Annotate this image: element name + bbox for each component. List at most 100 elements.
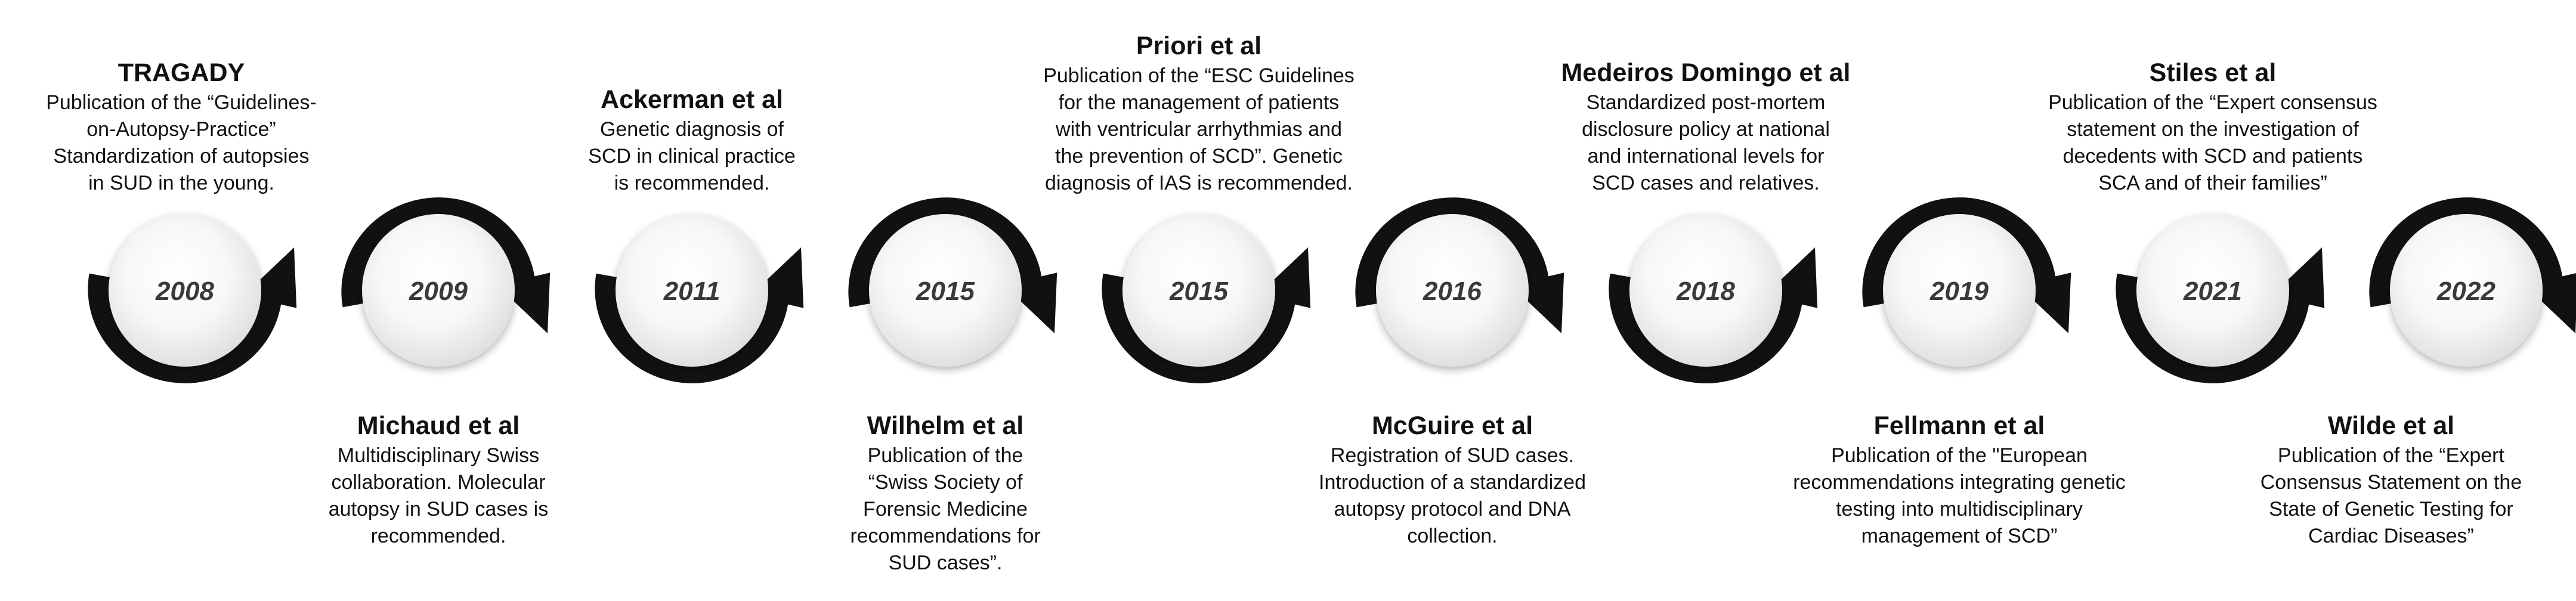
year-circle [1376, 214, 1529, 367]
event-description: Registration of SUD cases.Introduction o… [1273, 442, 1631, 550]
curved-arrow-down-icon [1609, 247, 1818, 383]
description-line: Publication of the “Guidelines- [46, 91, 317, 114]
event-author: Medeiros Domingo et al [1561, 58, 1851, 87]
description-line: recommendations for [850, 525, 1041, 547]
description-line: Publication of the “Expert consensus [2048, 91, 2377, 114]
description-line: “Swiss Society of [868, 471, 1023, 494]
description-line: recommended. [370, 525, 506, 547]
year-circle [1629, 214, 1782, 367]
year-label: 2015 [916, 277, 975, 306]
event-description: Publication of the “Guidelines-on-Autops… [2, 89, 360, 197]
year-label: 2011 [663, 277, 720, 306]
description-line: the prevention of SCD”. Genetic [1055, 145, 1343, 168]
curved-arrow-up-icon [1862, 197, 2071, 333]
timeline-node: 2011 [595, 214, 804, 383]
year-circle [1883, 214, 2036, 367]
description-line: Multidisciplinary Swiss [337, 444, 540, 467]
description-line: in SUD in the young. [88, 172, 274, 194]
year-label: 2008 [155, 277, 214, 306]
description-line: on-Autopsy-Practice” [86, 118, 276, 141]
description-line: Forensic Medicine [863, 498, 1028, 521]
timeline-node: 2022 [2369, 197, 2576, 367]
event-below: Michaud et al Multidisciplinary Swiss coll… [259, 410, 617, 550]
description-line: recommendations integrating genetic [1793, 471, 2126, 494]
curved-arrow-up-icon [341, 197, 551, 333]
event-author: Wilde et al [2327, 411, 2455, 440]
event-description: Multidisciplinary Swiss collaboration. Mo… [259, 442, 617, 550]
description-line: Introduction of a standardized [1319, 471, 1586, 494]
description-line: Standardized post-mortem [1586, 91, 1826, 114]
timeline-node: 2015 [1102, 214, 1311, 383]
description-line: Consensus Statement on the [2260, 471, 2522, 494]
year-label: 2019 [1929, 277, 1989, 306]
year-circle [2136, 214, 2289, 367]
event-description: Standardized post-mortem disclosure polic… [1527, 89, 1885, 197]
curved-arrow-up-icon [1355, 197, 1564, 333]
year-circle [2390, 214, 2543, 367]
description-line: Publication of the [867, 444, 1023, 467]
description-line: disclosure policy at national [1582, 118, 1830, 141]
curved-arrow-down-icon [595, 247, 804, 383]
year-circle [1122, 214, 1275, 367]
description-line: statement on the investigation of [2067, 118, 2359, 141]
description-line: Genetic diagnosis of [599, 118, 784, 141]
event-above: Priori et al Publication of the “ESC Guid… [1008, 30, 1390, 197]
event-author: McGuire et al [1371, 411, 1533, 440]
year-label: 2009 [409, 277, 468, 306]
event-author: TRAGADY [117, 58, 245, 87]
year-circle [616, 214, 768, 367]
event-author: Ackerman et al [601, 85, 783, 114]
event-below: Wilhelm et al Publication of the “Swiss So… [766, 410, 1124, 577]
event-author: Fellmann et al [1873, 411, 2045, 440]
event-author: Stiles et al [2149, 58, 2277, 87]
year-circle [869, 214, 1022, 367]
curved-arrow-down-icon [1102, 247, 1311, 383]
event-author: Michaud et al [357, 411, 520, 440]
timeline-node: 2021 [2116, 214, 2325, 383]
description-line: SUD cases”. [888, 552, 1003, 574]
year-circle [109, 214, 261, 367]
year-label: 2022 [2436, 277, 2495, 306]
event-description: Publication of the “Swiss Society of Foren… [766, 442, 1124, 577]
description-line: Standardization of autopsies [53, 145, 310, 168]
description-line: for the management of patients [1058, 91, 1340, 114]
year-circle [362, 214, 515, 367]
description-line: SCA and of their families” [2098, 172, 2327, 194]
description-line: management of SCD” [1861, 525, 2058, 547]
description-line: Publication of the “Expert [2278, 444, 2504, 467]
year-label: 2018 [1676, 277, 1735, 306]
timeline-node: 2015 [848, 197, 1057, 367]
event-author: Priori et al [1136, 32, 1262, 60]
description-line: autopsy protocol and DNA [1334, 498, 1571, 521]
timeline-node: 2016 [1355, 197, 1564, 367]
description-line: testing into multidisciplinary [1836, 498, 2083, 521]
description-line: Cardiac Diseases” [2308, 525, 2474, 547]
description-line: collection. [1407, 525, 1498, 547]
timeline-node: 2008 [88, 214, 297, 383]
description-line: is recommended. [614, 172, 770, 194]
description-line: with ventricular arrhythmias and [1056, 118, 1342, 141]
year-label: 2015 [1169, 277, 1228, 306]
timeline-node: 2009 [341, 197, 551, 367]
description-line: decedents with SCD and patients [2062, 145, 2363, 168]
description-line: autopsy in SUD cases is [328, 498, 549, 521]
event-description: Publication of the “Expert consensus stat… [2028, 89, 2398, 197]
year-label: 2021 [2183, 277, 2242, 306]
description-line: and international levels for [1587, 145, 1824, 168]
timeline-node: 2019 [1862, 197, 2071, 367]
curved-arrow-up-icon [848, 197, 1057, 333]
event-author: Wilhelm et al [867, 411, 1024, 440]
curved-arrow-down-icon [88, 247, 297, 383]
description-line: collaboration. Molecular [331, 471, 546, 494]
